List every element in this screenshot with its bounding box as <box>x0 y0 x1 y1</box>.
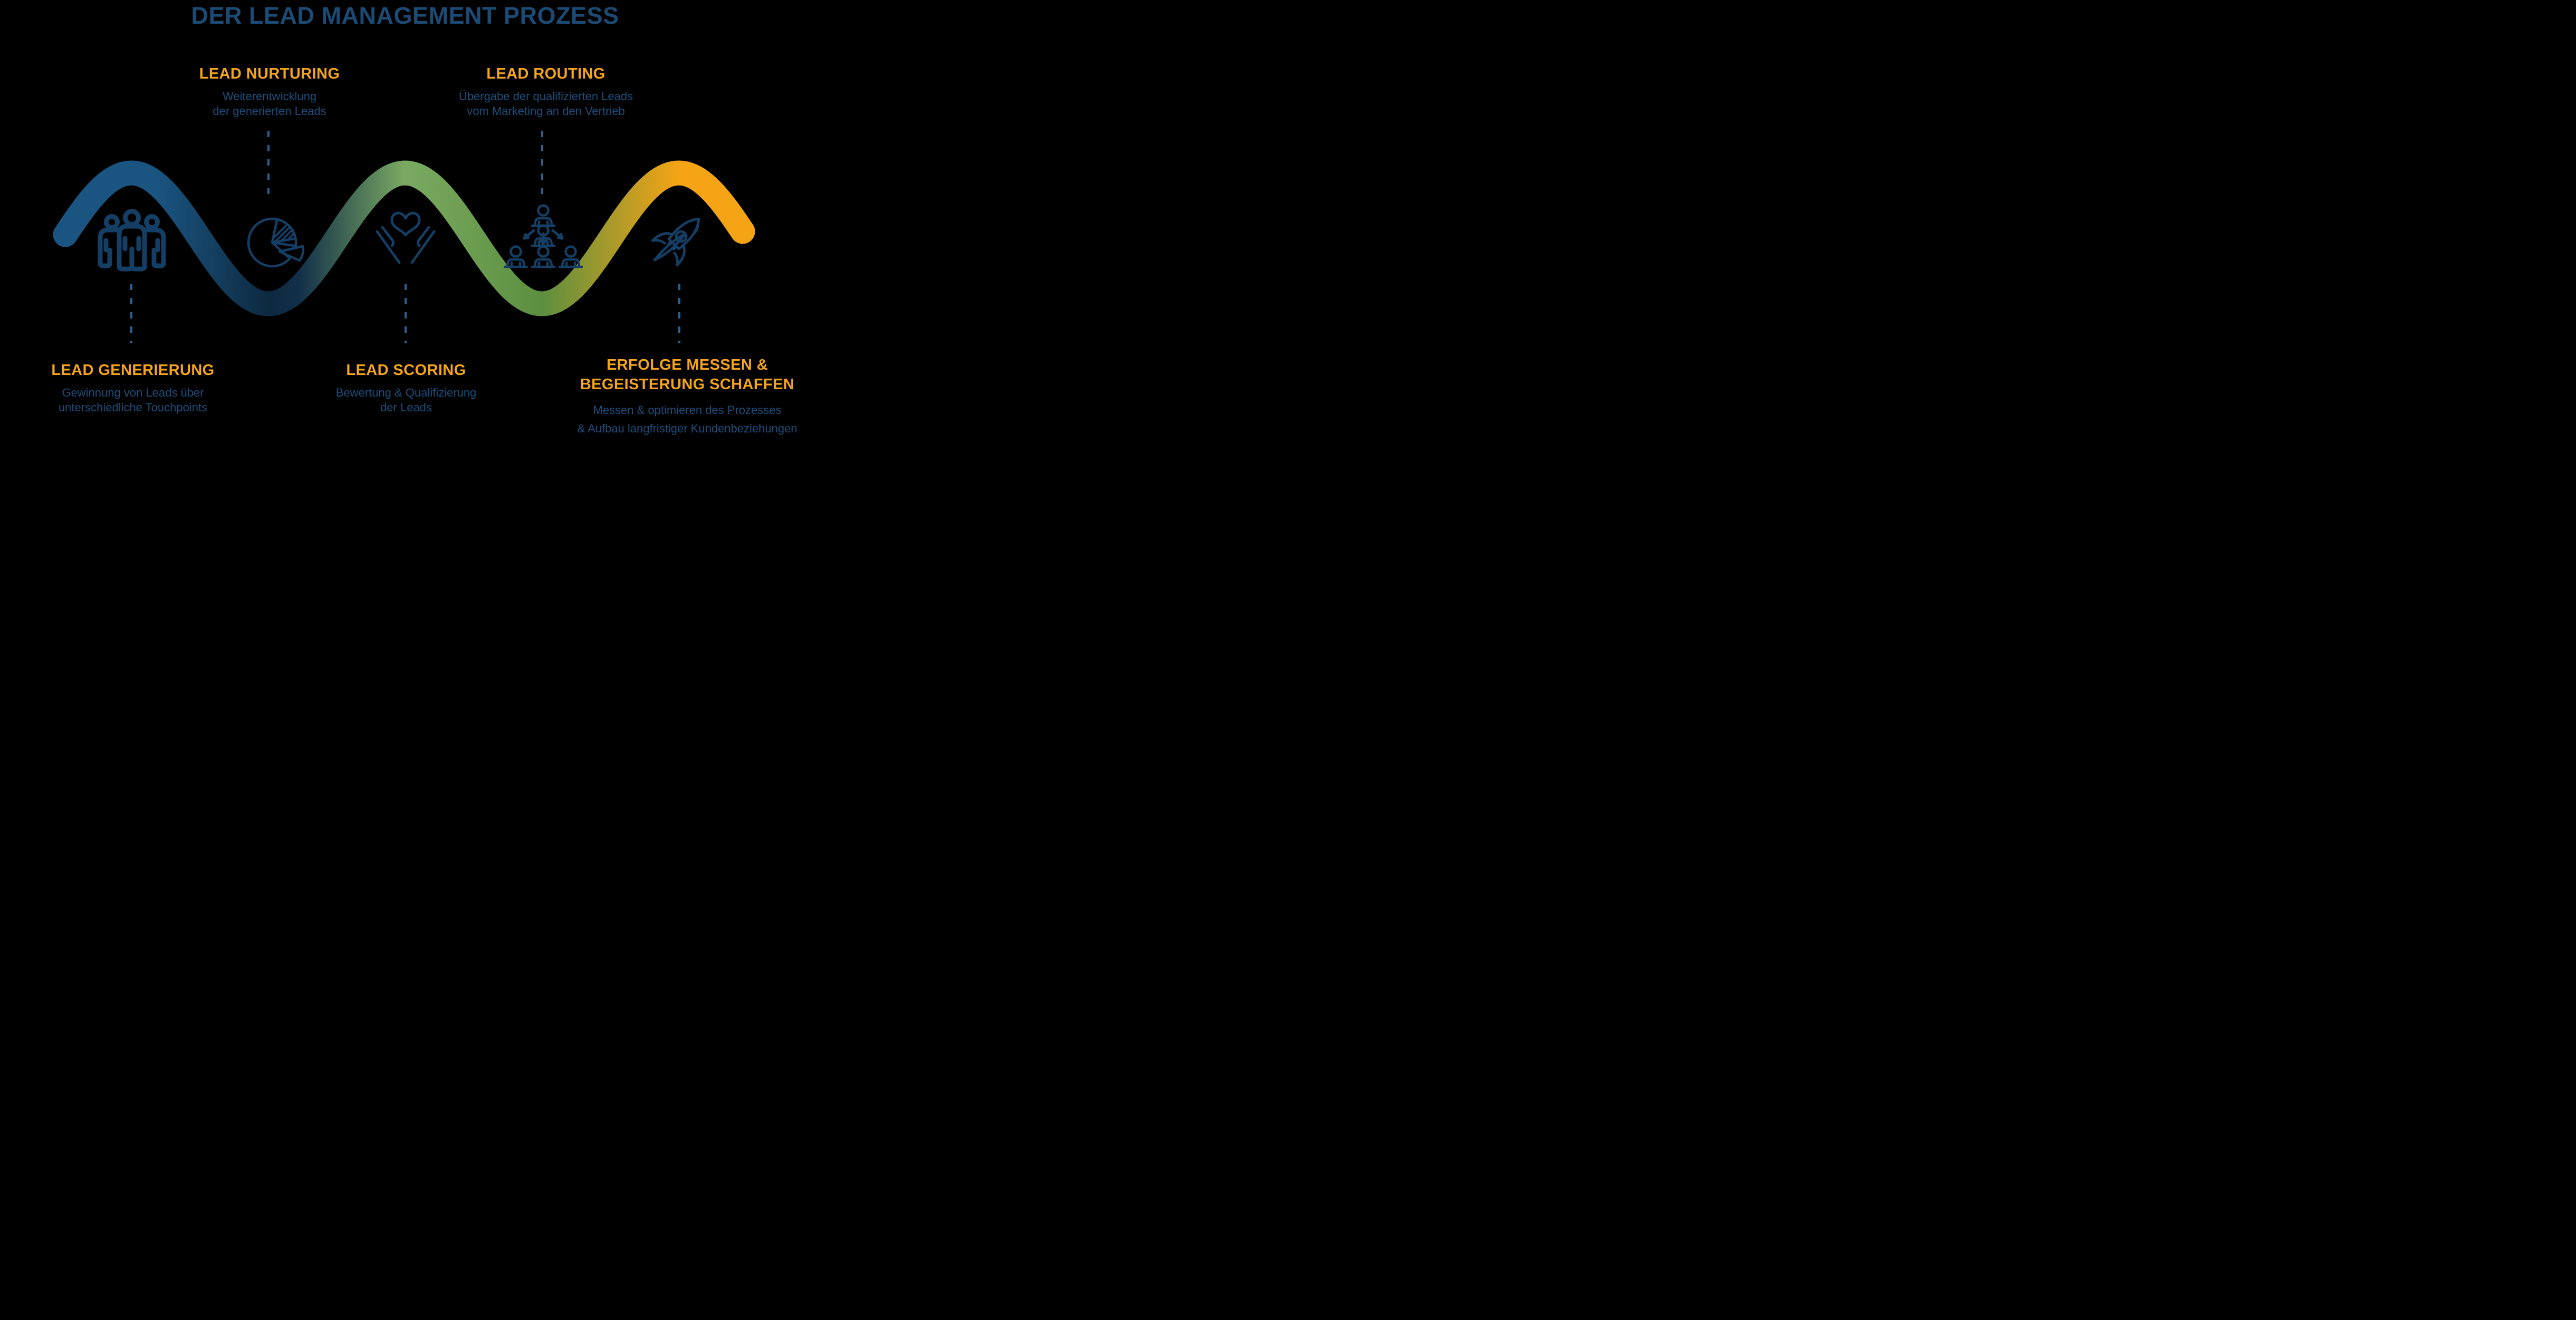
pie-chart-icon <box>247 217 304 268</box>
stage-heading: LEAD GENERIERUNG <box>51 362 215 379</box>
stage-heading: LEAD NURTURING <box>199 65 340 82</box>
stage-description: Übergabe der qualifizierten Leads vom Ma… <box>458 90 633 118</box>
process-wave <box>53 160 755 316</box>
stage-label-lead-routing: LEAD ROUTING Übergabe der qualifizierten… <box>409 64 683 119</box>
page-title: DER LEAD MANAGEMENT PROZESS <box>191 2 619 29</box>
stage-label-lead-scoring: LEAD SCORING Bewertung & Qualifizierung … <box>269 361 543 415</box>
infographic-canvas: DER LEAD MANAGEMENT PROZESS <box>0 0 859 440</box>
rocket-icon <box>651 217 700 267</box>
people-group-icon <box>98 209 166 272</box>
stage-description: Gewinnung von Leads über unterschiedlich… <box>58 386 208 414</box>
process-wave-scene <box>53 131 755 343</box>
stage-heading: LEAD SCORING <box>346 362 466 379</box>
heart-in-hands-icon <box>376 211 436 264</box>
stage-label-erfolge-messen: ERFOLGE MESSEN & BEGEISTERUNG SCHAFFEN M… <box>550 355 824 438</box>
stage-description: Weiterentwicklung der generierten Leads <box>213 90 326 118</box>
stage-heading: ERFOLGE MESSEN & BEGEISTERUNG SCHAFFEN <box>580 357 795 393</box>
stage-description: Messen & optimieren des Prozesses & Aufb… <box>577 403 797 435</box>
lead-distribution-icon <box>504 200 583 280</box>
stage-label-lead-generierung: LEAD GENERIERUNG Gewinnung von Leads übe… <box>0 361 270 415</box>
stage-label-lead-nurturing: LEAD NURTURING Weiterentwicklung der gen… <box>132 64 407 119</box>
stage-heading: LEAD ROUTING <box>486 65 605 82</box>
stage-description: Bewertung & Qualifizierung der Leads <box>335 386 477 414</box>
